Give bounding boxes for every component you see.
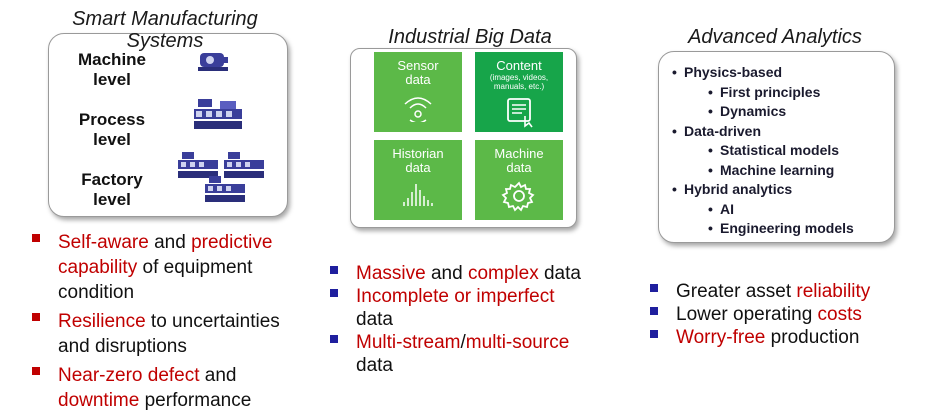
analytics-list: Physics-based First principles Dynamics …	[672, 63, 887, 239]
big-data-title: Industrial Big Data	[388, 26, 552, 48]
left-bullet-1: Self-aware and predictive capability of …	[32, 230, 322, 305]
tile-sensor-data: Sensor data	[374, 52, 462, 132]
analytics-group-data-driven: Data-driven	[672, 122, 887, 142]
analytics-item: Machine learning	[672, 161, 887, 181]
bullet-square	[330, 266, 338, 274]
analytics-group-hybrid: Hybrid analytics	[672, 180, 887, 200]
right-bullet-3: Worry-free production	[650, 326, 940, 349]
machine-level-label: Machine level	[77, 50, 147, 89]
smart-manufacturing-title: Smart Manufacturing Systems	[72, 8, 258, 52]
process-level-label: Process level	[78, 110, 146, 149]
middle-bullet-1: Massive and complex data	[330, 262, 630, 285]
bullet-square	[32, 234, 40, 242]
bullet-square	[32, 367, 40, 375]
analytics-title: Advanced Analytics	[688, 26, 862, 48]
tile-historian-data: Historian data	[374, 140, 462, 220]
bullet-square	[330, 289, 338, 297]
analytics-item: Engineering models	[672, 219, 887, 239]
analytics-item: Dynamics	[672, 102, 887, 122]
right-bullet-1: Greater asset reliability	[650, 280, 940, 303]
gear-icon	[501, 181, 535, 212]
machine-icon	[198, 53, 228, 71]
tile-machine-data: Machine data	[475, 140, 563, 220]
bullet-square	[650, 284, 658, 292]
bullet-square	[32, 313, 40, 321]
factory-cell-icon-3	[205, 176, 245, 202]
left-bullet-list: Self-aware and predictive capability of …	[32, 230, 322, 413]
bullet-square	[650, 330, 658, 338]
analytics-item: Statistical models	[672, 141, 887, 161]
middle-bullet-2: Incomplete or imperfect data	[330, 285, 630, 331]
right-bullet-list: Greater asset reliability Lower operatin…	[650, 280, 940, 349]
middle-bullet-list: Massive and complex data Incomplete or i…	[330, 262, 630, 377]
middle-bullet-3: Multi-stream/multi-source data	[330, 331, 630, 377]
smart-manufacturing-box	[48, 33, 288, 217]
factory-cell-icon-2	[224, 152, 264, 178]
analytics-group-physics: Physics-based	[672, 63, 887, 83]
waveform-bars-icon	[403, 184, 433, 206]
process-line-icon	[194, 99, 242, 129]
right-bullet-2: Lower operating costs	[650, 303, 940, 326]
bullet-square	[330, 335, 338, 343]
signal-wave-icon	[404, 97, 432, 122]
left-bullet-2: Resilience to uncertainties and disrupti…	[32, 309, 322, 359]
factory-cell-icon-1	[178, 152, 218, 178]
bullet-square	[650, 307, 658, 315]
analytics-item: AI	[672, 200, 887, 220]
tile-content: Content (images, videos, manuals, etc.)	[475, 52, 563, 132]
tablet-touch-icon	[507, 98, 533, 128]
factory-level-label: Factory level	[81, 170, 143, 209]
left-bullet-3: Near-zero defect and downtime performanc…	[32, 363, 322, 413]
analytics-item: First principles	[672, 83, 887, 103]
